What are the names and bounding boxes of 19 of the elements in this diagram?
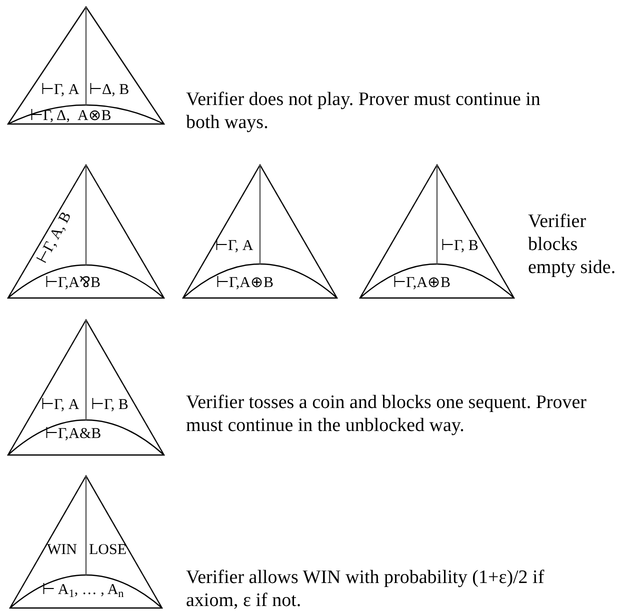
sequent-label: ⊢Γ, A [41, 397, 80, 414]
description-text: Verifier tosses a coin and blocks one sequent. Prover must continue in the unblocked way. [186, 391, 588, 437]
sequent-label: ⊢ A$_{1}$, … , A$_{n}$ [42, 582, 124, 599]
sequent-label: ⊢Γ, A, B [34, 209, 76, 267]
sequent-label: ⊢Γ,A⊕B [393, 275, 450, 292]
description-text: Verifier blocks empty side. [528, 210, 617, 279]
sequent-label: LOSE [89, 542, 126, 559]
sequent-label: ⊢Γ,A⅋B [45, 275, 100, 292]
sequent-label: ⊢Γ, A [215, 238, 254, 255]
sequent-label: ⊢Γ, Δ, A⊗B [30, 108, 112, 125]
sequent-label: ⊢Γ,A&B [45, 426, 102, 443]
description-text: Verifier allows WIN with probability (1+ε)/2 if axiom, ε if not. [186, 566, 546, 612]
sequent-label: ⊢Δ, B [89, 82, 130, 99]
sequent-label: ⊢Γ,A⊕B [216, 275, 274, 292]
sequent-label: ⊢Γ, B [91, 397, 128, 414]
sequent-label: ⊢Γ, B [441, 238, 478, 255]
sequent-label: ⊢Γ, A [41, 82, 80, 99]
sequent-label: WIN [47, 542, 77, 559]
description-text: Verifier does not play. Prover must continue in both ways. [186, 88, 542, 134]
